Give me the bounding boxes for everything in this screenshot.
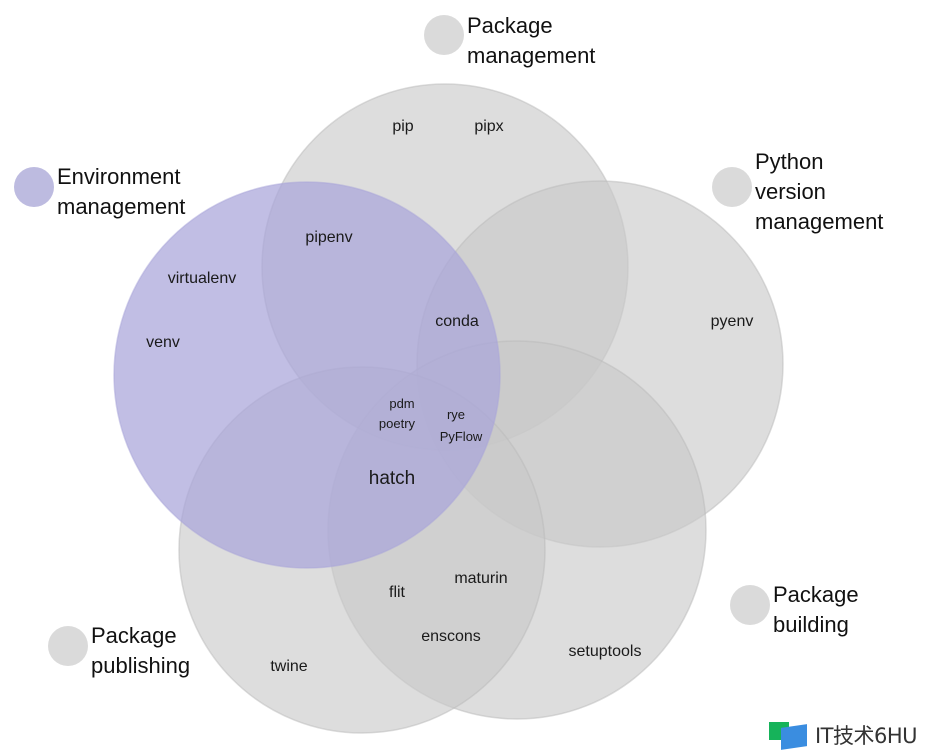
legend-label-line: publishing	[91, 653, 190, 678]
watermark: IT技术6HU	[768, 720, 918, 750]
legend-dot-package-publishing	[48, 626, 88, 666]
tool-label-hatch: hatch	[369, 468, 415, 489]
legend-label-line: Package	[773, 582, 859, 607]
legend-label-environment-management: Environment management	[57, 164, 185, 219]
tool-label-pdm: pdm	[389, 396, 414, 411]
watermark-logo-icon	[768, 722, 809, 750]
legend-label-line: management	[57, 194, 185, 219]
legend-dot-python-version-management	[712, 167, 752, 207]
tool-label-virtualenv: virtualenv	[168, 270, 236, 287]
tool-label-setuptools: setuptools	[569, 643, 642, 660]
legend-label-package-building: Package building	[773, 582, 859, 637]
legend-dot-package-management	[424, 15, 464, 55]
tool-label-pipx: pipx	[474, 118, 503, 135]
tool-label-poetry: poetry	[379, 416, 416, 431]
tool-label-enscons: enscons	[421, 628, 481, 645]
tool-label-venv: venv	[146, 334, 180, 351]
legend-label-line: management	[467, 43, 595, 68]
tool-label-conda: conda	[435, 313, 479, 330]
legend-label-line: Environment	[57, 164, 181, 189]
legend-label-line: Python	[755, 149, 824, 174]
tool-label-pyenv: pyenv	[711, 313, 754, 330]
tool-label-flit: flit	[389, 584, 406, 601]
legend-label-package-management: Package management	[467, 13, 595, 68]
tool-label-maturin: maturin	[454, 570, 507, 587]
tool-label-twine: twine	[270, 658, 307, 675]
tool-label-pip: pip	[392, 118, 413, 135]
tool-label-pipenv: pipenv	[305, 229, 352, 246]
legend-label-line: building	[773, 612, 849, 637]
legend-dot-environment-management	[14, 167, 54, 207]
legend-dot-package-building	[730, 585, 770, 625]
set-circles	[113, 83, 784, 734]
legend-label-package-publishing: Package publishing	[91, 623, 190, 678]
set-circle-environment-management	[113, 181, 501, 569]
legend-label-python-version-management: Python version management	[755, 149, 883, 234]
legend-label-line: Package	[91, 623, 177, 648]
watermark-text: IT技术6HU	[814, 724, 918, 748]
tool-label-rye: rye	[447, 407, 465, 422]
legend-label-line: version	[755, 179, 826, 204]
legend-label-line: Package	[467, 13, 553, 38]
tool-label-pyflow: PyFlow	[440, 429, 483, 444]
legend-label-line: management	[755, 209, 883, 234]
tool-labels: pip pipx pipenv virtualenv venv conda pyenv pdm…	[146, 118, 753, 675]
